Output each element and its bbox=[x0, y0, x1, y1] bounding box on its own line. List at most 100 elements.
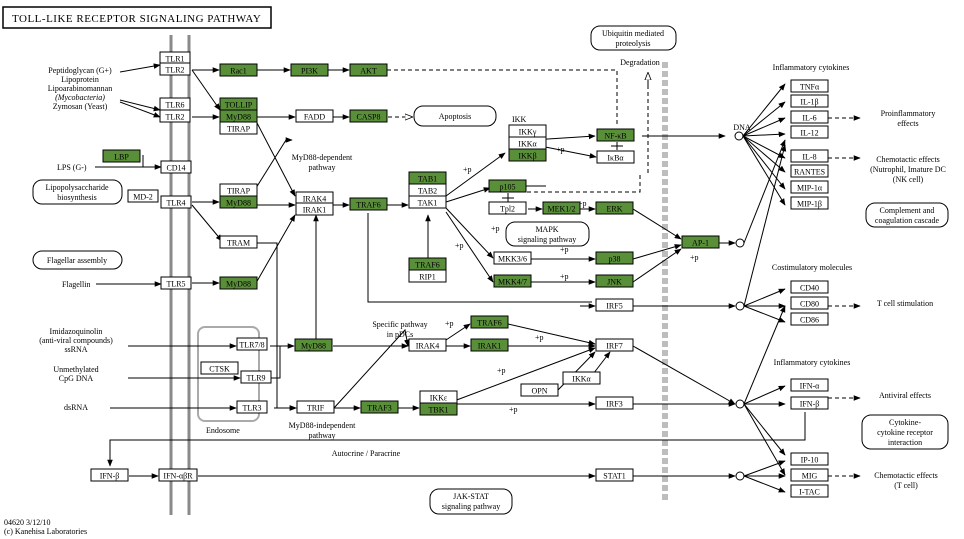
ligand-mycobacteria: (Mycobacteria) bbox=[55, 93, 105, 102]
gene-node-md2[interactable] bbox=[127, 189, 159, 203]
complement-pathway-link[interactable] bbox=[865, 202, 949, 228]
gene-node-myd88b[interactable] bbox=[219, 195, 258, 209]
gene-node-mip1b[interactable] bbox=[790, 196, 829, 210]
gene-node-il6[interactable] bbox=[790, 110, 829, 124]
gene-node-lbp[interactable] bbox=[102, 149, 141, 163]
gene-node-mek12[interactable] bbox=[542, 201, 581, 215]
gene-node-irak1a[interactable] bbox=[295, 202, 334, 216]
gene-node-rantes[interactable] bbox=[790, 164, 829, 178]
gene-node-mkk36[interactable] bbox=[493, 251, 532, 265]
gene-node-tnfa[interactable] bbox=[790, 79, 829, 93]
gene-node-cd86[interactable] bbox=[790, 312, 829, 326]
plus-p-label: +p bbox=[463, 165, 472, 174]
gene-node-tlr2b[interactable] bbox=[159, 109, 191, 123]
gene-node-tram[interactable] bbox=[219, 235, 258, 249]
gene-node-traf6c[interactable] bbox=[470, 315, 509, 329]
gene-node-myd88c[interactable] bbox=[219, 276, 258, 290]
gene-node-ikkb[interactable] bbox=[508, 148, 547, 162]
gene-node-mip1a[interactable] bbox=[790, 180, 829, 194]
gene-node-ip10[interactable] bbox=[790, 452, 829, 466]
gene-node-cd40[interactable] bbox=[790, 280, 829, 294]
gene-node-irak4b[interactable] bbox=[408, 338, 447, 352]
gene-node-irak1b[interactable] bbox=[470, 338, 509, 352]
gene-node-akt[interactable] bbox=[349, 63, 388, 77]
gene-label-tlr2a: TLR2 bbox=[165, 66, 184, 75]
gene-node-fadd[interactable] bbox=[295, 109, 334, 123]
cytokine-receptor-label-1: Cytokine- bbox=[889, 418, 921, 427]
gene-node-p38[interactable] bbox=[595, 251, 634, 265]
ligand-peptidoglycan: Peptidoglycan (G+) bbox=[48, 66, 112, 75]
gene-label-p38: p38 bbox=[609, 255, 621, 264]
gene-label-casp8: CASP8 bbox=[356, 113, 380, 122]
gene-node-irf5[interactable] bbox=[595, 298, 634, 312]
gene-node-ifnb1[interactable] bbox=[90, 468, 129, 482]
gene-label-mip1a: MIP-1α bbox=[797, 184, 823, 193]
gene-node-cd14[interactable] bbox=[160, 160, 192, 174]
gene-label-erk: ERK bbox=[607, 205, 623, 214]
flagellar-assembly-link[interactable] bbox=[32, 250, 123, 270]
mapk-pathway-link[interactable] bbox=[505, 221, 590, 247]
gene-node-traf6a[interactable] bbox=[349, 197, 388, 211]
gene-node-tbk1[interactable] bbox=[419, 402, 458, 416]
gene-node-myd88d[interactable] bbox=[294, 338, 333, 352]
plus-p-label: +p bbox=[535, 333, 544, 342]
gene-node-rip1[interactable] bbox=[408, 269, 447, 283]
gene-node-p105[interactable] bbox=[488, 179, 527, 193]
gene-label-itac: I-TAC bbox=[799, 488, 820, 497]
lps-biosynthesis-link[interactable] bbox=[32, 179, 123, 205]
myd88-dependent-label-2: pathway bbox=[308, 163, 335, 172]
gene-node-ikka2[interactable] bbox=[562, 371, 601, 385]
gene-node-cd80[interactable] bbox=[790, 296, 829, 310]
gene-node-trif[interactable] bbox=[296, 400, 335, 414]
apoptosis-pathway-link[interactable] bbox=[413, 105, 497, 127]
gene-node-ifnabr[interactable] bbox=[158, 468, 198, 482]
gene-node-casp8[interactable] bbox=[349, 109, 388, 123]
gene-label-tirap_a: TIRAP bbox=[227, 125, 251, 134]
gene-label-mig: MIG bbox=[802, 472, 818, 481]
gene-node-tak1[interactable] bbox=[408, 195, 447, 209]
gene-label-irf3: IRF3 bbox=[606, 400, 622, 409]
gene-node-rac1[interactable] bbox=[219, 63, 258, 77]
gene-node-irf7[interactable] bbox=[595, 338, 634, 352]
gene-node-opn[interactable] bbox=[520, 383, 559, 397]
gene-node-stat1[interactable] bbox=[595, 468, 634, 482]
gene-node-il1b[interactable] bbox=[790, 94, 829, 108]
gene-node-mkk47[interactable] bbox=[493, 274, 532, 288]
myd88-independent-label-1: MyD88-independent bbox=[289, 421, 356, 430]
gene-node-il8[interactable] bbox=[790, 149, 829, 163]
gene-node-tpl2[interactable] bbox=[488, 201, 527, 215]
gene-node-traf3[interactable] bbox=[360, 400, 399, 414]
gene-label-ifnb1: IFN-β bbox=[100, 472, 120, 481]
ubiquitin-pathway-link[interactable] bbox=[590, 25, 677, 51]
gene-node-itac[interactable] bbox=[790, 484, 829, 498]
gene-node-tlr3[interactable] bbox=[236, 400, 268, 414]
gene-node-tlr4[interactable] bbox=[160, 195, 192, 209]
pdc-pathway-label-2: in pDCs bbox=[387, 330, 413, 339]
proinflammatory-label-2: effects bbox=[897, 119, 918, 128]
cytokine-receptor-link[interactable] bbox=[861, 414, 949, 450]
pdc-pathway-label-1: Specific pathway bbox=[372, 320, 427, 329]
gene-node-ctsk[interactable] bbox=[200, 361, 239, 375]
gene-node-pi3k[interactable] bbox=[290, 63, 329, 77]
gene-node-nfkb[interactable] bbox=[596, 128, 635, 142]
gene-node-tirap_a[interactable] bbox=[219, 121, 258, 135]
gene-node-ap1[interactable] bbox=[681, 235, 720, 249]
gene-node-ikba[interactable] bbox=[596, 150, 635, 164]
gene-node-jnk[interactable] bbox=[595, 274, 634, 288]
gene-node-erk[interactable] bbox=[595, 201, 634, 215]
gene-node-tlr9[interactable] bbox=[240, 370, 272, 384]
gene-node-tlr2a[interactable] bbox=[159, 62, 191, 76]
proinflammatory-label-1: Proinflammatory bbox=[881, 109, 936, 118]
gene-node-mig[interactable] bbox=[790, 468, 829, 482]
mapk-label-1: MAPK bbox=[535, 225, 558, 234]
jakstat-pathway-link[interactable] bbox=[429, 488, 513, 515]
gene-node-irf3[interactable] bbox=[595, 396, 634, 410]
gene-node-il12[interactable] bbox=[790, 125, 829, 139]
gene-node-tlr5[interactable] bbox=[160, 276, 192, 290]
gene-node-tlr78[interactable] bbox=[236, 337, 268, 351]
phosphorylation-labels: +p+p+p+p+p+p+p+p+p+p+p+p bbox=[445, 145, 699, 414]
gene-node-ifnb2[interactable] bbox=[790, 396, 829, 410]
gene-node-ifna[interactable] bbox=[790, 378, 829, 392]
